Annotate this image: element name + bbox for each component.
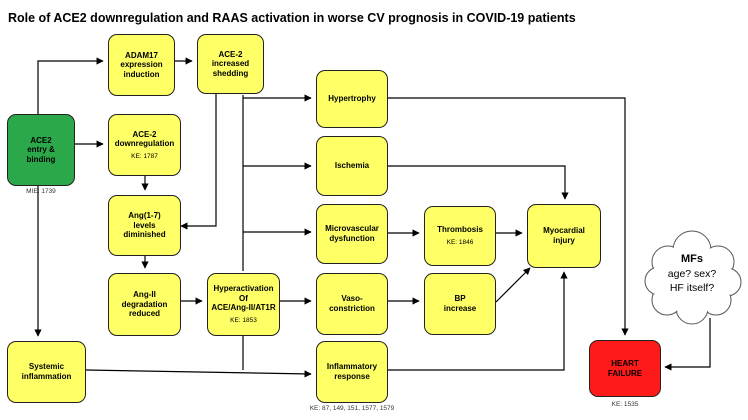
node-adam17: ADAM17 expression induction	[108, 34, 175, 96]
cloud-line: age? sex?	[667, 267, 717, 280]
arrow-cloud-to-heart-failure	[664, 318, 711, 371]
node-code: KE: 1846	[446, 238, 474, 246]
node-label: ACE-2 downregulation	[114, 129, 175, 149]
node-label: Inflammatory response	[326, 362, 378, 381]
node-bp-increase: BP increase	[424, 273, 496, 335]
node-code: KE: 1787	[131, 152, 158, 160]
node-inflammatory-response: Inflammatory response	[316, 341, 388, 403]
arrow-ischemia-to-myocardial	[388, 165, 569, 200]
node-thrombosis: Thrombosis KE: 1846	[424, 206, 496, 266]
diagram-title: Role of ACE2 downregulation and RAAS act…	[8, 11, 576, 25]
arrow-entry-to-adam17	[37, 57, 104, 115]
node-code: KE: 87, 149, 151, 1577, 1579	[309, 405, 395, 412]
node-label: BP increase	[443, 294, 477, 313]
node-ang17: Ang(1-7) levels diminished	[108, 195, 181, 256]
node-code: KE: 1853	[230, 316, 257, 324]
node-label: ACE2 entry & binding	[26, 135, 56, 164]
node-angii-degradation: Ang-II degradation reduced	[108, 273, 181, 336]
node-label: Myocardial injury	[543, 226, 585, 245]
node-label: HEART FAILURE	[607, 358, 643, 378]
cloud-title: MFs	[681, 253, 703, 265]
arrow-systemic-to-inflammatory	[85, 369, 312, 378]
node-hypertrophy: Hypertrophy	[316, 70, 388, 128]
node-heart-failure: HEART FAILURE	[589, 340, 661, 397]
node-label: Hypertrophy	[328, 94, 376, 104]
node-microvascular-dysfunction: Microvascular dysfunction	[316, 204, 388, 264]
arrow-hypertrophy-to-heart-failure	[388, 97, 629, 336]
node-label: Microvascular dysfunction	[325, 224, 379, 243]
node-systemic-inflammation: Systemic inflammation	[7, 341, 86, 403]
node-code: MIE: 1739	[26, 188, 56, 195]
node-myocardial-injury: Myocardial injury	[527, 204, 601, 268]
node-ace2-entry: ACE2 entry & binding	[7, 114, 75, 186]
node-code: KE: 1535	[611, 401, 639, 408]
node-hyperactivation: Hyperactivation Of ACE/Ang-II/AT1R KE: 1…	[207, 273, 280, 336]
node-label: Thrombosis	[437, 225, 483, 235]
node-label: Hyperactivation Of ACE/Ang-II/AT1R	[211, 284, 276, 313]
node-label: Vaso- constriction	[329, 294, 375, 313]
cloud-line: HF itself?	[669, 282, 715, 295]
arrow-shedding-to-ang17	[180, 94, 217, 230]
node-label: Ang-II degradation reduced	[121, 290, 168, 319]
node-label: ADAM17 expression induction	[120, 50, 163, 79]
node-label: ACE-2 increased shedding	[211, 49, 250, 78]
node-label: Ischemia	[334, 161, 370, 171]
node-vasoconstriction: Vaso- constriction	[316, 273, 388, 335]
node-label: Ang(1-7) levels diminished	[123, 211, 166, 240]
node-label: Systemic inflammation	[21, 362, 72, 381]
node-ace2-downregulation: ACE-2 downregulation KE: 1787	[108, 114, 181, 176]
node-ischemia: Ischemia	[316, 136, 388, 196]
node-ace2-shedding: ACE-2 increased shedding	[197, 34, 264, 94]
arrow-inflammatory-to-myocardial	[388, 271, 568, 371]
modifying-factors-text: MFs age? sex? HF itself?	[660, 252, 724, 295]
arrow-bp-to-myocardial	[495, 267, 531, 303]
